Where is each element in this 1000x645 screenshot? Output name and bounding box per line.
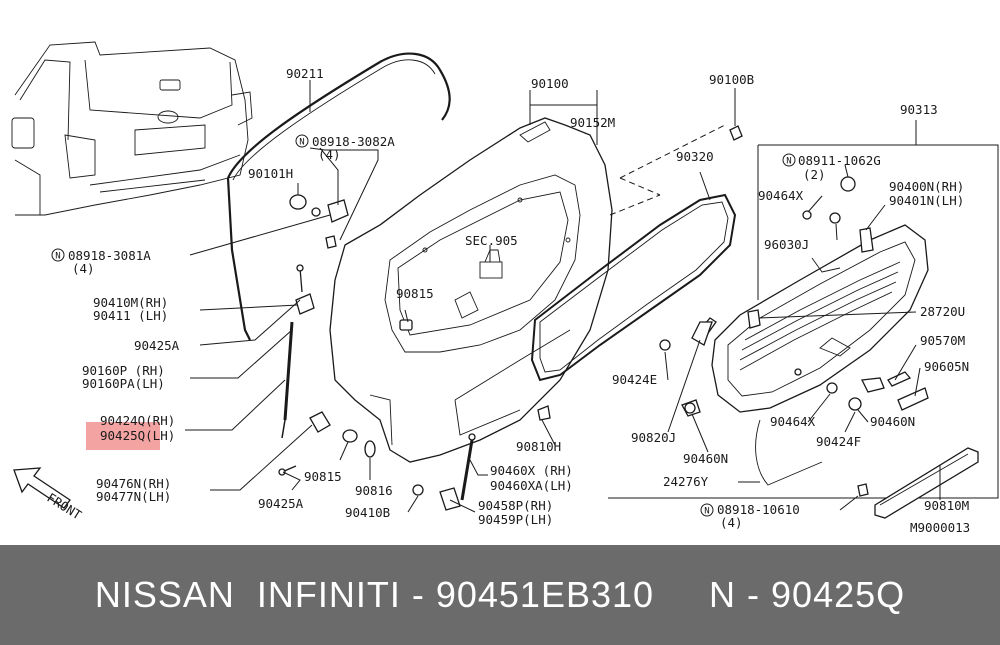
label-90570M: 90570M [920,333,965,348]
small-parts [278,125,869,511]
figure-code: M9000013 [910,520,970,535]
part-number-footer: NISSAN INFINITI - 90451EB310 N - 90425Q [0,545,1000,645]
label-08918-10610: 08918-10610 [717,502,800,517]
front-label: FRONT [44,490,84,523]
leader-lines [185,80,941,513]
label-90605N: 90605N [924,359,969,374]
garnish-90810M [874,447,979,519]
label-90160PA: 90160PA(LH) [82,376,165,391]
label-08918-3082A-qty: (4) [318,147,341,162]
label-90152M: 90152M [570,115,615,130]
label-90400N: 90400N(RH) [889,179,964,194]
label-90815-upper: 90815 [396,286,434,301]
exploded-parts-diagram: N N N N FRONT 90211 08918-3082A (4) 9010… [11,41,999,535]
label-90424E: 90424E [612,372,657,387]
label-90815-lower: 90815 [304,469,342,484]
vehicle-rear-illustration [11,41,253,216]
label-08918-3081A-qty: (4) [72,261,95,276]
label-96030J: 96030J [764,237,809,252]
label-90460N-left: 90460N [683,451,728,466]
label-90211: 90211 [286,66,324,81]
label-90425Q: 90425Q(LH) [100,428,175,443]
label-90458P: 90458P(RH) [478,498,553,513]
label-08918-10610-qty: (4) [720,515,743,530]
label-90820J: 90820J [631,430,676,445]
label-90460XA: 90460XA(LH) [490,478,573,493]
label-90810H: 90810H [516,439,561,454]
nut-symbol-2: N [55,252,60,262]
label-90160P: 90160P (RH) [82,363,165,378]
label-90401N: 90401N(LH) [889,193,964,208]
label-90100: 90100 [531,76,569,91]
nut-symbols: N N N N [51,134,796,517]
nut-symbol-4: N [704,507,709,517]
label-90424Q: 90424Q(RH) [100,413,175,428]
label-90410M: 90410M(RH) [93,295,168,310]
label-90464X-lower: 90464X [770,414,816,429]
label-90313: 90313 [900,102,938,117]
label-08911-1062G: 08911-1062G [798,153,881,168]
label-08918-3082A: 08918-3082A [312,134,395,149]
weatherstrip-90211 [226,52,451,341]
label-90464X-upper: 90464X [758,188,804,203]
label-08918-3081A: 08918-3081A [68,248,151,263]
footer-part-numbers: NISSAN INFINITI - 90451EB310 N - 90425Q [94,574,906,615]
label-90810M: 90810M [924,498,969,513]
front-arrow-icon [13,467,71,509]
label-90424F: 90424F [816,434,861,449]
nut-symbol-1: N [299,138,304,148]
label-90460N-right: 90460N [870,414,915,429]
label-08911-qty: (2) [803,167,826,182]
label-90476N: 90476N(RH) [96,476,171,491]
label-sec-905: SEC.905 [465,233,518,248]
label-28720U: 28720U [920,304,965,319]
label-90425A: 90425A [134,338,180,353]
label-90816: 90816 [355,483,393,498]
back-glass-assembly-90313 [608,144,999,499]
highlight-box [86,422,160,450]
part-labels: 90211 08918-3082A (4) 90101H 08918-3081A… [68,66,970,535]
label-24276Y: 24276Y [663,474,709,489]
label-90411: 90411 (LH) [93,308,168,323]
label-90101H: 90101H [248,166,293,181]
label-90460X: 90460X (RH) [490,463,573,478]
label-90320: 90320 [676,149,714,164]
label-90477N: 90477N(LH) [96,489,171,504]
label-90100B: 90100B [709,72,754,87]
label-90425A-lower: 90425A [258,496,304,511]
back-door-panel-90100 [329,117,613,463]
weatherstrip-90320 [530,124,737,382]
nut-symbol-3: N [786,157,791,167]
label-90459P: 90459P(LH) [478,512,553,527]
label-90410B: 90410B [345,505,390,520]
